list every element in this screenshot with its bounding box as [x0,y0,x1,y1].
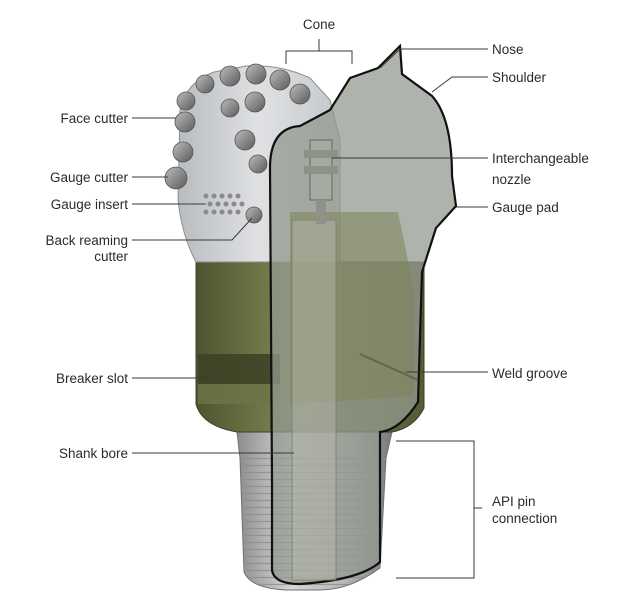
shank-bore-tube [291,219,337,581]
label-back-reaming-line2: cutter [94,249,128,264]
label-nose: Nose [492,42,524,57]
back-reaming-leader [132,217,253,241]
shoulder-leader [431,76,488,93]
face-cutters [172,63,311,174]
gauge-cutter-mark [164,166,188,190]
drill-bit-illustration [164,43,458,591]
label-gauge-pad: Gauge pad [492,200,559,215]
gauge-insert-mark [203,193,245,215]
label-api-pin-line1: API pin [492,494,536,509]
label-weld-groove: Weld groove [492,366,568,381]
label-interchangeable-nozzle-line1: Interchangeable [492,151,589,166]
label-face-cutter: Face cutter [60,111,128,126]
leader-lines [132,39,488,579]
label-shank-bore: Shank bore [59,446,128,461]
nose-leader [379,48,488,69]
label-breaker-slot: Breaker slot [56,371,128,386]
label-cone: Cone [303,17,335,32]
label-gauge-insert: Gauge insert [51,197,129,212]
cone-bracket [285,39,353,64]
label-api-pin-line2: connection [492,511,557,526]
label-back-reaming-line1: Back reaming [45,233,128,248]
nozzle-mark [304,139,338,224]
label-shoulder: Shoulder [492,70,547,85]
api-pin-bracket [396,440,482,579]
label-interchangeable-nozzle-line2: nozzle [492,172,531,187]
breaker-slot-recess [198,354,280,384]
back-reaming-cutter-mark [245,206,263,224]
label-gauge-cutter: Gauge cutter [50,170,129,185]
labels: Cone Nose Shoulder Face cutter Interchan… [45,17,588,526]
weld-groove-mark [359,353,419,381]
